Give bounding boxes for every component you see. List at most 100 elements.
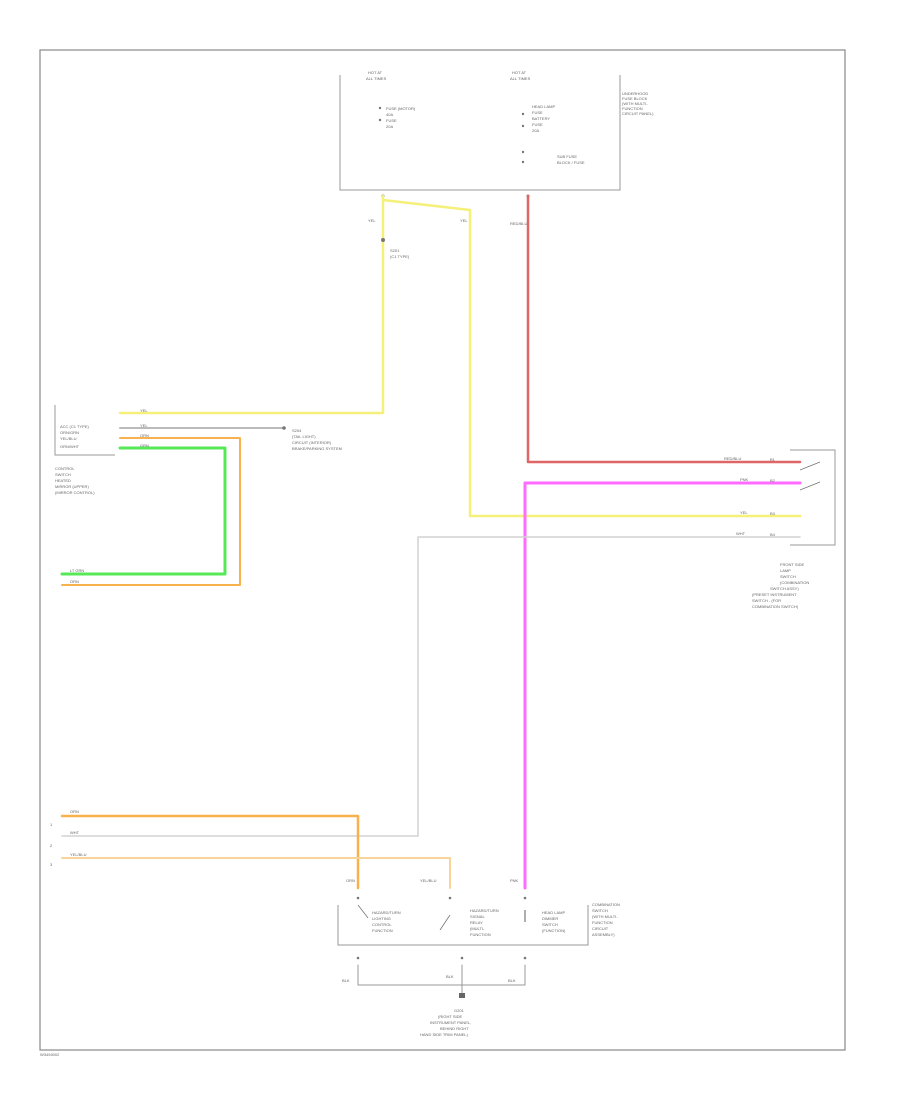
switch-term-4: B4 bbox=[770, 532, 776, 537]
left-wire-2: ORN bbox=[140, 433, 149, 438]
switch-title-2: LAMP bbox=[780, 568, 791, 573]
box-a-line-1: HAZARD/TURN bbox=[372, 910, 401, 915]
left-pin-1: ACC (C1 TYPE) bbox=[60, 424, 89, 429]
box-a-line-4: FUNCTION bbox=[372, 928, 393, 933]
combo-contact-a bbox=[357, 904, 369, 919]
left-box-title-1: CONTROL bbox=[55, 466, 75, 471]
fuse-b-line-3: BATTERY bbox=[532, 116, 550, 121]
left-pin-3: YEL/BLU bbox=[60, 436, 77, 441]
combo-out-c bbox=[523, 956, 527, 960]
fuse-a-line-3: FUSE bbox=[386, 118, 397, 123]
wires bbox=[60, 194, 802, 994]
switch-contact-1 bbox=[799, 461, 821, 471]
fuse-block-hot-label-right: HOT AT bbox=[512, 70, 527, 75]
fuse-b-terminal-2 bbox=[521, 124, 525, 128]
splice-s204-line-1: S204 bbox=[292, 428, 302, 433]
splice-s204-line-3: CIRCUIT (INTERIOR) bbox=[292, 440, 332, 445]
wire-label-red: RED/BLU bbox=[510, 221, 527, 226]
left-wire-3: YEL bbox=[140, 423, 148, 428]
yellow-wire-branch bbox=[381, 198, 802, 518]
ground-label-5: HAND SIDE TRIM PANEL) bbox=[420, 1032, 469, 1037]
combo-pin-c bbox=[523, 896, 527, 900]
gray-wire-switch bbox=[61, 536, 801, 837]
combo-out-a bbox=[356, 956, 360, 960]
splice-s204-line-4: BRAKE/PARKING SYSTEM bbox=[292, 446, 342, 451]
pink-wire bbox=[523, 481, 802, 890]
ground-wire bbox=[357, 964, 526, 994]
combo-title-1: COMBINATION bbox=[592, 902, 620, 907]
combo-pin-a bbox=[356, 896, 360, 900]
left-box-title-5: (MIRROR CONTROL) bbox=[55, 490, 95, 495]
yellow-wire-main bbox=[118, 194, 385, 415]
front-side-lamp-switch: RED/BLU PNK YEL WHT B1 B2 B3 B4 FRONT SI… bbox=[724, 449, 836, 609]
bottom-top-wire-1: ORN bbox=[346, 878, 355, 883]
switch-wire-4: WHT bbox=[736, 531, 746, 536]
combination-switch: ORN YEL/BLU PNK HAZARD/TURN LIGHTING CON… bbox=[337, 878, 620, 983]
box-b-line-2: SIGNAL bbox=[470, 914, 485, 919]
combo-title-4: FUNCTION bbox=[592, 920, 613, 925]
fuse-a-line-2: 40A bbox=[386, 112, 393, 117]
fuse-block-title-3: (WITH MULTI- bbox=[622, 101, 648, 106]
red-wire bbox=[526, 194, 802, 464]
fuse-block-title-4: FUNCTION bbox=[622, 106, 643, 111]
left-box-title-3: HEATED bbox=[55, 478, 71, 483]
splice-s201-label: S201 bbox=[390, 248, 400, 253]
fuse-c-line-2: BLOCK / FUSE bbox=[557, 160, 585, 165]
box-c-line-4: (FUNCTION) bbox=[542, 928, 566, 933]
bottom-low-wire-2: BLK bbox=[446, 974, 454, 979]
underhood-fuse-block: HOT AT ALL TIMES HOT AT ALL TIMES FUSE (… bbox=[339, 70, 654, 198]
lower-left-wire-green: LT GRN bbox=[70, 568, 84, 573]
left-wire-4: GRN bbox=[140, 443, 149, 448]
bottom-left-wire-2: WHT bbox=[70, 830, 80, 835]
switch-title-4: (COMBINATION bbox=[780, 580, 809, 585]
switch-term-1: B1 bbox=[770, 457, 776, 462]
bottom-low-wire-3: BLK bbox=[508, 978, 516, 983]
left-wire-1: YEL bbox=[140, 408, 148, 413]
bottom-left-pin-1: 1 bbox=[50, 822, 53, 827]
box-b-line-5: FUNCTION bbox=[470, 932, 491, 937]
combo-pin-b bbox=[448, 896, 452, 900]
box-a-line-3: CONTROL bbox=[372, 922, 392, 927]
box-c-line-3: SWITCH bbox=[542, 922, 558, 927]
combo-title-5: CIRCUIT bbox=[592, 926, 609, 931]
left-box-title-2: SWITCH bbox=[55, 472, 71, 477]
switch-title-8: COMBINATION SWITCH) bbox=[752, 604, 799, 609]
lower-left-wire-orange: ORN bbox=[70, 579, 79, 584]
switch-title-1: FRONT SIDE bbox=[780, 562, 804, 567]
left-box-title-4: MIRROR (UPPER) bbox=[55, 484, 89, 489]
fuse-c-line-1: SUB FUSE bbox=[557, 154, 577, 159]
switch-contact-2 bbox=[799, 481, 821, 491]
box-a-line-2: LIGHTING bbox=[372, 916, 391, 921]
fuse-a-line-1: FUSE (MOTOR) bbox=[386, 106, 416, 111]
ground-label-2: (RIGHT SIDE bbox=[438, 1014, 462, 1019]
bottom-low-wire-1: BLK bbox=[342, 978, 350, 983]
box-c-line-2: DIMMER bbox=[542, 916, 558, 921]
box-b-line-3: RELAY bbox=[470, 920, 483, 925]
bottom-left-wire-1: ORN bbox=[70, 809, 79, 814]
combo-title-3: (WITH MULTI- bbox=[592, 914, 618, 919]
fuse-block-title-2: FUSE BLOCK bbox=[622, 96, 648, 101]
box-c-line-1: HEAD LAMP bbox=[542, 910, 565, 915]
fuse-b-line-2: FUSE bbox=[532, 110, 543, 115]
fuse-a-terminal-1 bbox=[378, 106, 382, 110]
orange-wire-bottom bbox=[60, 814, 360, 890]
splice-s201-dot bbox=[381, 238, 385, 242]
switch-title-6: (PRESET INSTRUMENT bbox=[752, 592, 797, 597]
fuse-block-hot-label-left: HOT AT bbox=[368, 70, 383, 75]
ground-label-1: G201 bbox=[454, 1008, 465, 1013]
left-pin-2: ORN/GRN bbox=[60, 430, 79, 435]
switch-wire-3: YEL bbox=[740, 510, 748, 515]
fuse-block-hot-label-left-2: ALL TIMES bbox=[366, 76, 387, 81]
fuse-c-terminal-1 bbox=[521, 150, 525, 154]
bottom-top-wire-3: PNK bbox=[510, 878, 519, 883]
bottom-left-pin-3: 3 bbox=[50, 862, 53, 867]
switch-term-3: B3 bbox=[770, 511, 776, 516]
bottom-top-wire-2: YEL/BLU bbox=[420, 878, 437, 883]
orange-wire-left bbox=[61, 437, 241, 586]
fuse-block-hot-label-right-2: ALL TIMES bbox=[510, 76, 531, 81]
switch-term-2: B2 bbox=[770, 478, 776, 483]
fuse-b-line-1: HEAD LAMP bbox=[532, 104, 555, 109]
footer-code: W3494002 bbox=[40, 1052, 60, 1057]
switch-wire-1: RED/BLU bbox=[724, 456, 741, 461]
